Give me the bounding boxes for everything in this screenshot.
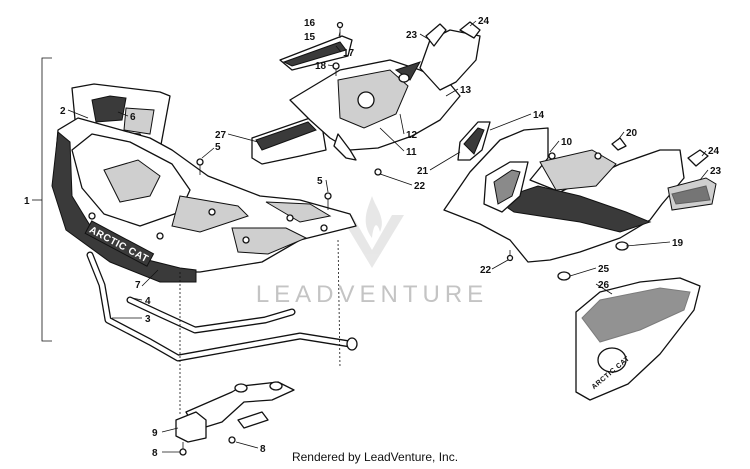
callout-16: 16 (304, 18, 316, 29)
callout-7: 7 (135, 280, 141, 291)
callout-25: 25 (598, 264, 610, 275)
assembly-bracket (41, 57, 52, 342)
callout-18: 18 (315, 61, 327, 72)
callout-4: 4 (145, 296, 151, 307)
callout-1: 1 (24, 196, 30, 207)
callout-15: 15 (304, 32, 316, 43)
bolt-5a (196, 158, 204, 175)
callout-labels: 1 2 3 4 5 5 6 7 8 8 9 10 11 12 13 14 15 … (24, 16, 722, 459)
bolt-5b (324, 192, 332, 210)
watermark: LEADVENTURE (256, 196, 488, 308)
callout-10: 10 (561, 137, 573, 148)
callout-22b: 22 (480, 265, 492, 276)
callout-21: 21 (417, 166, 429, 177)
callout-23a: 23 (406, 30, 418, 41)
upper-body-panel (279, 21, 481, 176)
lower-side-panel: ARCTIC CAT (575, 277, 701, 401)
callout-23b: 23 (710, 166, 722, 177)
callout-20: 20 (626, 128, 638, 139)
front-bumper (86, 251, 358, 362)
side-body-panel (443, 121, 717, 281)
watermark-text: LEADVENTURE (256, 281, 488, 308)
callout-24b: 24 (708, 146, 720, 157)
callout-3: 3 (145, 314, 151, 325)
callout-9: 9 (152, 428, 158, 439)
callout-6: 6 (130, 112, 136, 123)
callout-26: 26 (598, 280, 610, 291)
callout-13: 13 (460, 85, 472, 96)
callout-11: 11 (406, 147, 417, 158)
callout-2: 2 (60, 106, 66, 117)
callout-8a: 8 (152, 448, 158, 459)
flame-v-logo-icon (340, 196, 404, 268)
callout-5b: 5 (317, 176, 323, 187)
front-rack-assembly: ARCTIC CAT (51, 83, 357, 283)
callout-8b: 8 (260, 444, 266, 455)
callout-14: 14 (533, 110, 545, 121)
callout-5a: 5 (215, 142, 221, 153)
callout-17: 17 (343, 48, 355, 59)
callout-27: 27 (215, 130, 227, 141)
callout-22a: 22 (414, 181, 426, 192)
callout-12: 12 (406, 130, 418, 141)
mounting-bracket (175, 381, 295, 456)
callout-19: 19 (672, 238, 684, 249)
footer-credit: Rendered by LeadVenture, Inc. (291, 450, 459, 464)
callout-24a: 24 (478, 16, 490, 27)
leader-lines (67, 20, 709, 453)
